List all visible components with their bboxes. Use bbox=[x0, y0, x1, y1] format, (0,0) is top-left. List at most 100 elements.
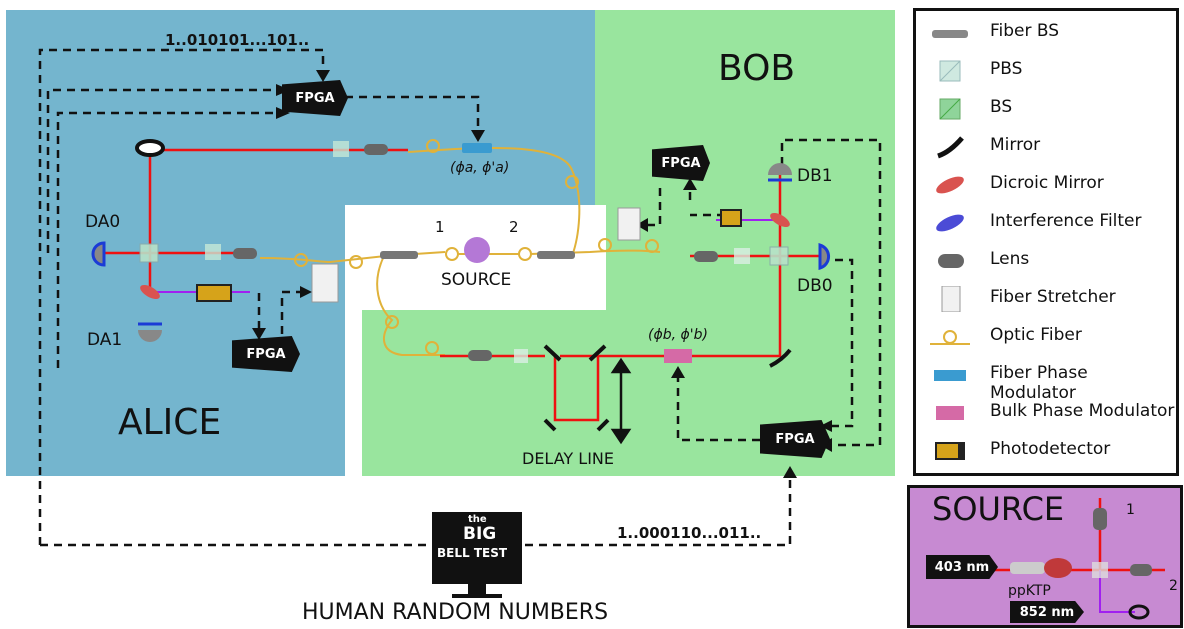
detector-da0 bbox=[91, 241, 106, 267]
bulk-phase-modulator bbox=[664, 349, 692, 363]
dichroic-mirror-alice bbox=[140, 285, 160, 299]
fiber-bs-right bbox=[537, 251, 575, 259]
optic-fiber-icon bbox=[930, 330, 970, 345]
lens-alice-mid bbox=[233, 248, 257, 259]
alice-bitstream: 1..010101...101.. bbox=[165, 31, 310, 49]
dichroic-mirror-icon bbox=[936, 176, 964, 194]
bs-alice bbox=[205, 244, 221, 260]
legend: Fiber BS PBS BS Mirror Dicroic Mirror In… bbox=[913, 8, 1179, 476]
source-crystal bbox=[464, 237, 490, 263]
fpga-bob-top: FPGA bbox=[652, 145, 710, 181]
delay-arrow bbox=[610, 357, 632, 445]
legend-item-bs: BS bbox=[916, 92, 1176, 126]
fiber-phase-modulator-icon bbox=[934, 370, 966, 381]
legend-label: Fiber Stretcher bbox=[990, 287, 1116, 307]
legend-label: Fiber BS bbox=[990, 21, 1060, 41]
legend-item-fiber: Optic Fiber bbox=[916, 320, 1176, 354]
pump-wavelength-tag: 403 nm bbox=[926, 555, 998, 579]
pbs-alice bbox=[139, 243, 159, 263]
detector-db1 bbox=[768, 163, 792, 175]
legend-label: Optic Fiber bbox=[990, 325, 1082, 345]
legend-item-fpm: Fiber Phase Modulator bbox=[916, 358, 1176, 403]
detector-db0-label: DB0 bbox=[797, 276, 833, 296]
mirror-icon bbox=[937, 136, 964, 159]
legend-item-photodetector: Photodetector bbox=[916, 434, 1176, 468]
fiber-stretcher-alice bbox=[311, 263, 339, 303]
fiber-phase-modulator bbox=[462, 143, 492, 153]
source-port-2: 2 bbox=[509, 218, 519, 236]
lens-icon bbox=[938, 254, 964, 268]
legend-label: Mirror bbox=[990, 135, 1041, 155]
alice-label: ALICE bbox=[118, 402, 222, 443]
lens-bob-bottom bbox=[468, 350, 492, 361]
delay-mirror-4 bbox=[596, 418, 610, 432]
source-inset-out1: 1 bbox=[1126, 502, 1135, 518]
lens-bob-mid bbox=[694, 251, 718, 262]
mirror-alice bbox=[135, 139, 165, 157]
legend-item-bpm: Bulk Phase Modulator bbox=[916, 396, 1176, 430]
source-label: SOURCE bbox=[441, 270, 512, 290]
detector-db1-label: DB1 bbox=[797, 166, 833, 186]
bigbell-line3: BELL TEST bbox=[437, 546, 508, 560]
legend-label: Lens bbox=[990, 249, 1030, 269]
fpga-alice-top: FPGA bbox=[282, 80, 348, 116]
bob-label: BOB bbox=[718, 48, 796, 89]
source-inset-out2: 2 bbox=[1169, 578, 1178, 594]
detector-da0-label: DA0 bbox=[85, 212, 121, 232]
legend-item-filter: Interference Filter bbox=[916, 206, 1176, 240]
source-port-1: 1 bbox=[435, 218, 445, 236]
legend-item-lens: Lens bbox=[916, 244, 1176, 278]
legend-item-mirror: Mirror bbox=[916, 130, 1176, 164]
legend-label: PBS bbox=[990, 59, 1023, 79]
interference-filter-icon bbox=[936, 214, 964, 232]
delay-mirror-3 bbox=[543, 418, 557, 432]
delay-mirror-1 bbox=[543, 344, 562, 362]
dichroic-mirror-bob bbox=[770, 213, 790, 227]
bob-bitstream: 1..000110...011.. bbox=[617, 524, 762, 542]
delay-mirror-2 bbox=[588, 344, 607, 362]
bigbell-line2: BIG bbox=[463, 524, 497, 544]
photodetector-bob bbox=[720, 209, 742, 227]
detector-da1-label: DA1 bbox=[87, 330, 123, 350]
legend-item-stretcher: Fiber Stretcher bbox=[916, 282, 1176, 316]
bigbell-monitor bbox=[432, 512, 522, 598]
idler-wavelength-tag: 852 nm bbox=[1010, 601, 1084, 623]
control-lines bbox=[38, 48, 882, 547]
photodetector-icon bbox=[935, 442, 965, 460]
bs-bob bbox=[734, 248, 750, 264]
fpga-alice-bottom: FPGA bbox=[232, 336, 300, 372]
legend-item-dichroic: Dicroic Mirror bbox=[916, 168, 1176, 202]
components bbox=[91, 139, 830, 432]
bulk-phase-modulator-icon bbox=[936, 406, 964, 420]
human-random-label: HUMAN RANDOM NUMBERS bbox=[302, 600, 609, 625]
bs-icon bbox=[939, 98, 961, 120]
fiber-bs-icon bbox=[932, 30, 968, 38]
bs-alice-top bbox=[333, 141, 349, 157]
fiber-stretcher-icon bbox=[941, 286, 961, 312]
photodetector-alice bbox=[196, 284, 232, 302]
delay-line-label: DELAY LINE bbox=[522, 449, 614, 468]
legend-label: BS bbox=[990, 97, 1013, 117]
fiber-stretcher-bob bbox=[617, 207, 641, 241]
legend-label: Fiber Phase Modulator bbox=[990, 363, 1088, 403]
bob-region bbox=[362, 10, 895, 476]
bs-bob-bottom bbox=[514, 349, 528, 363]
fpga-bob-bottom: FPGA bbox=[760, 420, 830, 458]
legend-item-pbs: PBS bbox=[916, 54, 1176, 88]
bob-phase-label: (ϕb, ϕ'b) bbox=[648, 327, 708, 343]
legend-label: Interference Filter bbox=[990, 211, 1142, 231]
alice-region bbox=[6, 10, 595, 476]
mirror-bob bbox=[769, 348, 792, 368]
bigbell-line1: the bbox=[468, 514, 487, 525]
legend-label: Dicroic Mirror bbox=[990, 173, 1104, 193]
fiber-bs-left bbox=[380, 251, 418, 259]
source-inset-diagram bbox=[990, 498, 1165, 620]
crystal-label: ppKTP bbox=[1008, 583, 1051, 599]
pbs-icon bbox=[939, 60, 961, 82]
source-inset: SOURCE 403 nm ppKTP 852 nm 1 2 bbox=[907, 485, 1183, 628]
legend-label: Photodetector bbox=[990, 439, 1111, 459]
alice-phase-label: (ϕa, ϕ'a) bbox=[450, 160, 510, 176]
detector-db0 bbox=[818, 242, 830, 271]
legend-item-fiber-bs: Fiber BS bbox=[916, 16, 1176, 50]
lens-alice-top bbox=[364, 144, 388, 155]
